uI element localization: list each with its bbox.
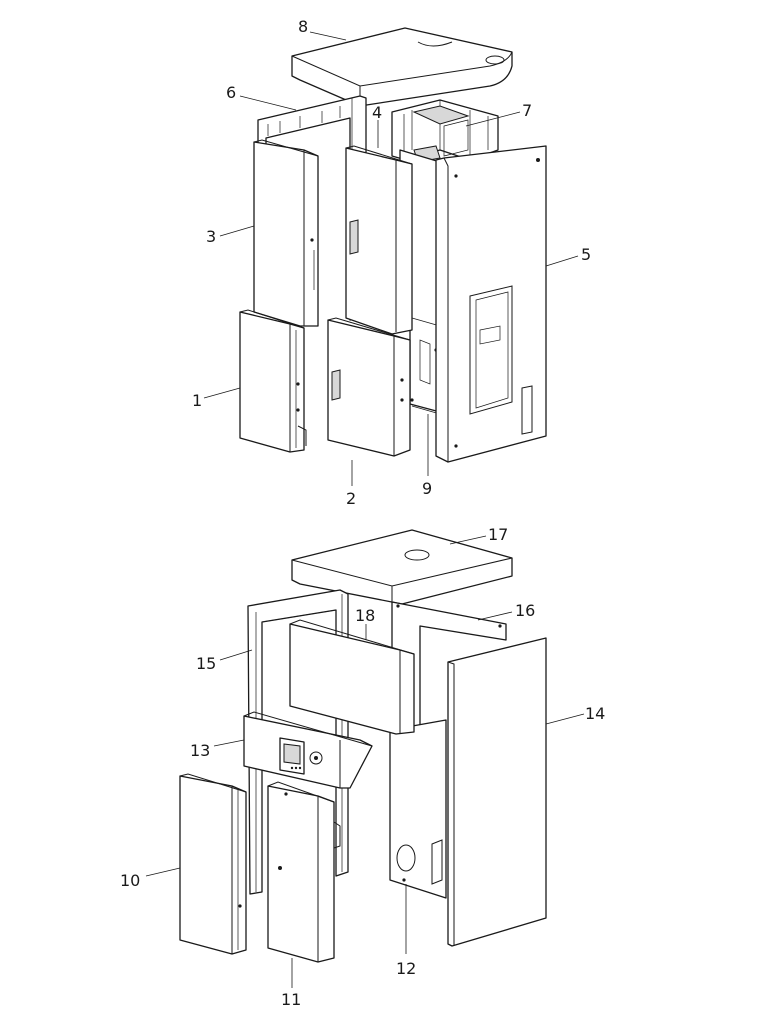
callout-4: 4 (372, 103, 382, 122)
part-17-top-lid (291, 529, 513, 605)
part-2-lower-center-door (327, 317, 411, 457)
callout-5: 5 (581, 245, 591, 264)
callout-10: 10 (120, 871, 140, 890)
part-4-upper-center-door (345, 145, 413, 335)
callout-6: 6 (226, 83, 236, 102)
callout-1: 1 (192, 391, 202, 410)
callout-7: 7 (522, 101, 532, 120)
lower-assembly: 17 16 18 15 14 13 10 12 11 (120, 525, 605, 1009)
part-12-lower-rear-panel (389, 719, 447, 899)
part-5-right-side-panel (435, 145, 547, 463)
callout-16: 16 (515, 601, 535, 620)
callout-18: 18 (355, 606, 375, 625)
upper-callouts: 8 6 4 7 3 5 1 2 9 (192, 17, 591, 508)
part-8-top-lid (291, 27, 513, 107)
part-3-upper-left-door (253, 139, 319, 327)
part-14-right-side-panel (447, 637, 547, 947)
callout-3: 3 (206, 227, 216, 246)
upper-assembly: 8 6 4 7 3 5 1 2 9 (192, 17, 591, 508)
callout-13: 13 (190, 741, 210, 760)
part-13-control-panel (243, 711, 373, 789)
callout-2: 2 (346, 489, 356, 508)
callout-14: 14 (585, 704, 605, 723)
callout-9: 9 (422, 479, 432, 498)
part-10-lower-left-door (179, 773, 247, 955)
callout-17: 17 (488, 525, 508, 544)
part-18-front-upper-panel (289, 619, 415, 735)
callout-12: 12 (396, 959, 416, 978)
callout-15: 15 (196, 654, 216, 673)
callout-11: 11 (281, 990, 301, 1009)
lower-callouts: 17 16 18 15 14 13 10 12 11 (120, 525, 605, 1009)
part-11-lower-center-door (267, 781, 341, 963)
part-1-lower-left-door (239, 309, 307, 453)
callout-8: 8 (298, 17, 308, 36)
